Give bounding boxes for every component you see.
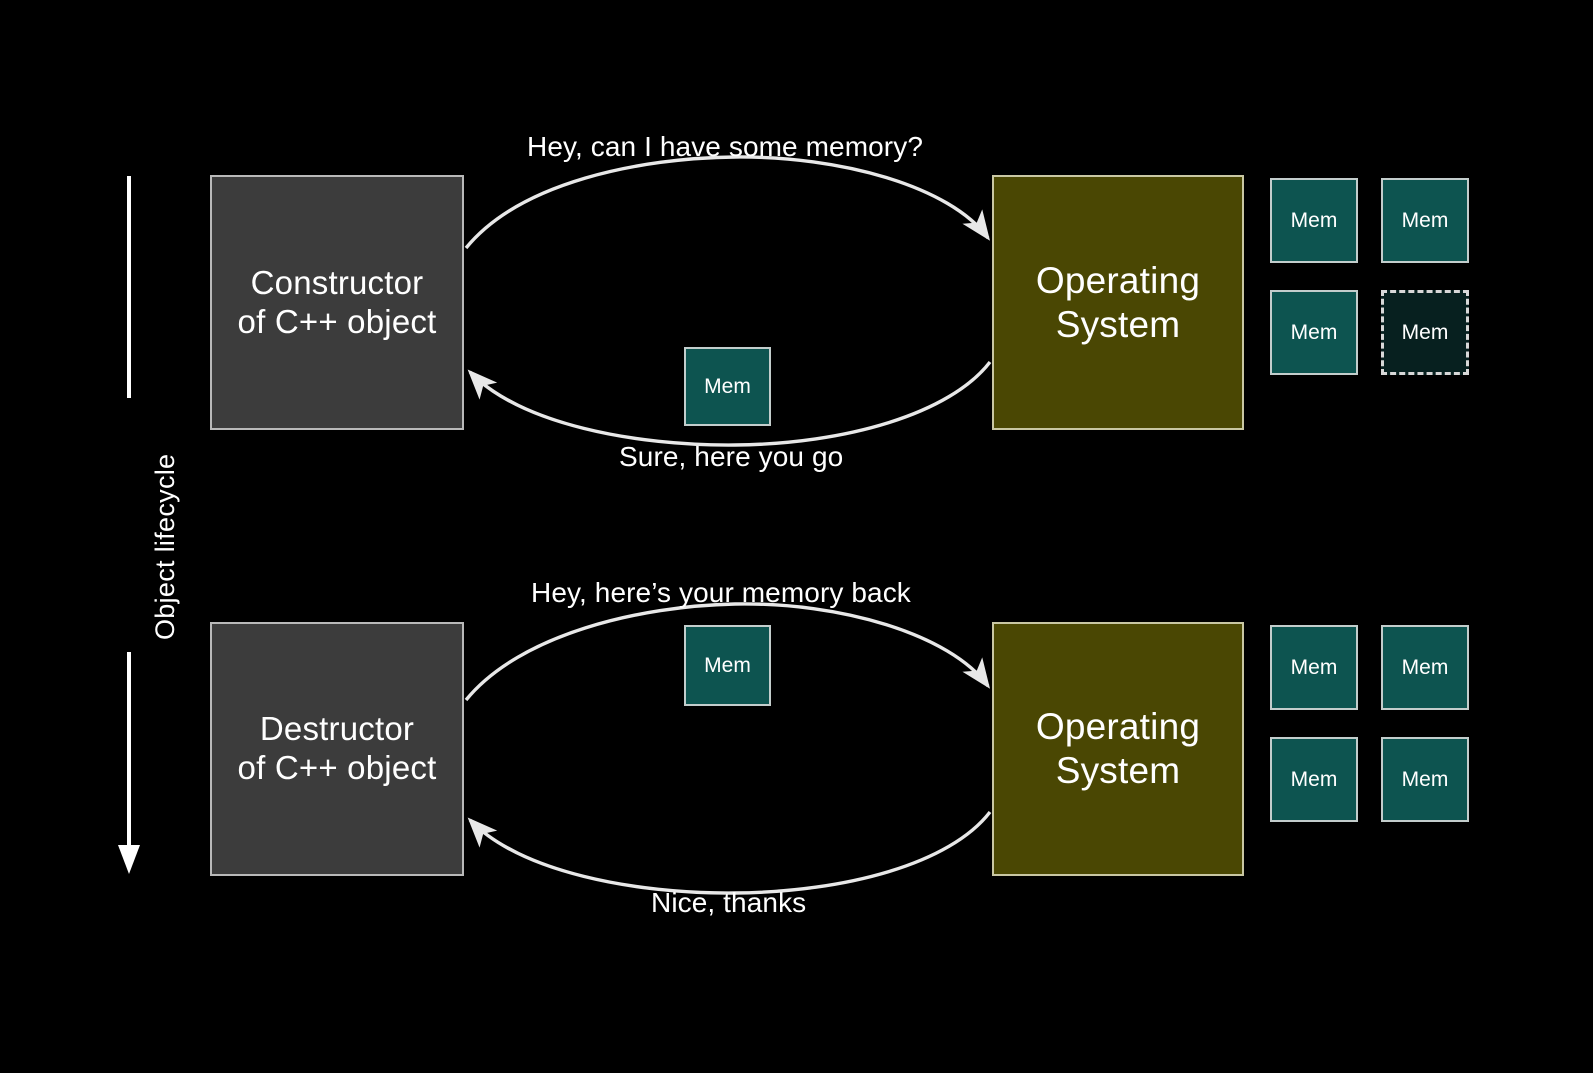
os-pool-top-block-3-label: Mem <box>1290 320 1338 344</box>
destruction-transit-mem-block[interactable]: Mem <box>684 625 771 706</box>
os-pool-bottom-block-2[interactable]: Mem <box>1381 625 1469 710</box>
destructor-node[interactable]: Destructor of C++ object <box>210 622 464 876</box>
operating-system-node-top-label: Operating System <box>1035 259 1201 345</box>
destruction-request-caption: Hey, here’s your memory back <box>531 577 911 608</box>
os-pool-top-block-2-label: Mem <box>1401 208 1449 232</box>
os-pool-top-block-2[interactable]: Mem <box>1381 178 1469 263</box>
destruction-response-caption: Nice, thanks <box>651 887 807 918</box>
destructor-node-label: Destructor of C++ object <box>237 710 437 786</box>
constructor-node[interactable]: Constructor of C++ object <box>210 175 464 430</box>
os-pool-top-block-1-label: Mem <box>1290 208 1338 232</box>
operating-system-node-bottom[interactable]: Operating System <box>992 622 1244 876</box>
construction-transit-mem-block[interactable]: Mem <box>684 347 771 426</box>
construction-request-caption: Hey, can I have some memory? <box>527 131 923 162</box>
os-pool-bottom-block-3-label: Mem <box>1290 767 1338 791</box>
os-pool-top-block-4-free[interactable]: Mem <box>1381 290 1469 375</box>
construction-request-arrow <box>464 155 991 250</box>
os-pool-bottom-block-1[interactable]: Mem <box>1270 625 1358 710</box>
construction-response-caption: Sure, here you go <box>619 441 844 472</box>
construction-transit-mem-label: Mem <box>704 374 751 398</box>
operating-system-node-top[interactable]: Operating System <box>992 175 1244 430</box>
os-pool-top-block-3[interactable]: Mem <box>1270 290 1358 375</box>
os-pool-bottom-block-3[interactable]: Mem <box>1270 737 1358 822</box>
os-pool-bottom-block-1-label: Mem <box>1290 655 1338 679</box>
destruction-transit-mem-label: Mem <box>704 653 751 677</box>
operating-system-node-bottom-label: Operating System <box>1035 706 1201 791</box>
os-pool-bottom-block-4-label: Mem <box>1401 767 1449 791</box>
os-pool-top-block-1[interactable]: Mem <box>1270 178 1358 263</box>
object-lifecycle-label: Object lifecycle <box>150 453 180 640</box>
os-pool-bottom-block-2-label: Mem <box>1401 655 1449 679</box>
os-pool-bottom-block-4[interactable]: Mem <box>1381 737 1469 822</box>
constructor-node-label: Constructor of C++ object <box>237 263 437 340</box>
object-lifecycle-axis <box>118 176 140 874</box>
os-pool-top-block-4-label: Mem <box>1401 320 1449 344</box>
destruction-response-arrow <box>467 810 992 895</box>
